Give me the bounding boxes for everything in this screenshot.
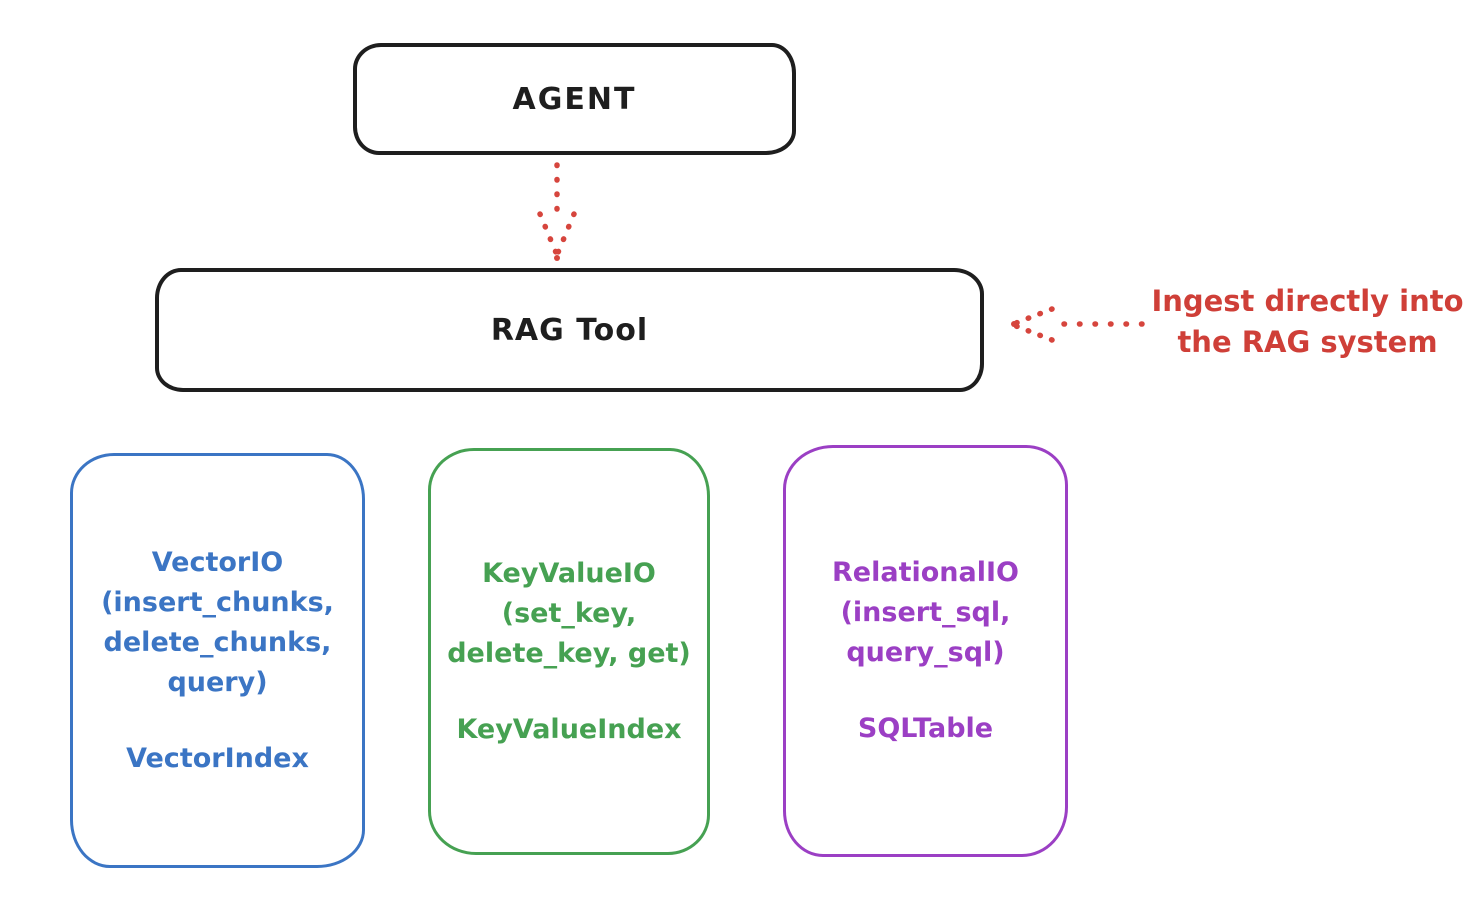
- vector-io-api-lines: VectorIO (insert_chunks, delete_chunks, …: [101, 543, 334, 703]
- store-line: (set_key,: [501, 597, 637, 629]
- store-line: (insert_chunks,: [101, 586, 334, 618]
- keyvalue-index-label: KeyValueIndex: [456, 713, 682, 745]
- store-line: (insert_sql,: [840, 597, 1011, 628]
- relational-io-node: RelationalIO (insert_sql, query_sql) SQL…: [783, 445, 1068, 857]
- store-line: KeyValueIO: [482, 557, 656, 589]
- vector-index-label: VectorIndex: [126, 742, 309, 774]
- dotted-arrow-left-icon: [1011, 306, 1145, 343]
- annotation-ingest-note: Ingest directly into the RAG system: [1135, 281, 1480, 363]
- rag-tool-node: RAG Tool: [155, 268, 984, 392]
- store-line: RelationalIO: [832, 557, 1019, 588]
- annotation-line-2: the RAG system: [1177, 325, 1438, 359]
- store-line: delete_key, get): [447, 637, 691, 669]
- dotted-arrow-down-icon: [537, 162, 577, 261]
- vector-io-node: VectorIO (insert_chunks, delete_chunks, …: [70, 453, 365, 868]
- agent-node: AGENT: [353, 43, 796, 155]
- sql-table-label: SQLTable: [857, 713, 994, 744]
- agent-label: AGENT: [512, 81, 637, 117]
- keyvalue-io-api-lines: KeyValueIO (set_key, delete_key, get): [447, 554, 691, 674]
- store-line: delete_chunks,: [103, 626, 332, 658]
- store-line: query_sql): [846, 637, 1005, 668]
- relational-io-api-lines: RelationalIO (insert_sql, query_sql): [832, 553, 1019, 673]
- store-line: query): [167, 666, 268, 698]
- rag-tool-label: RAG Tool: [490, 312, 649, 348]
- store-line: VectorIO: [151, 546, 284, 578]
- keyvalue-io-node: KeyValueIO (set_key, delete_key, get) Ke…: [428, 448, 710, 855]
- annotation-line-1: Ingest directly into: [1151, 284, 1464, 318]
